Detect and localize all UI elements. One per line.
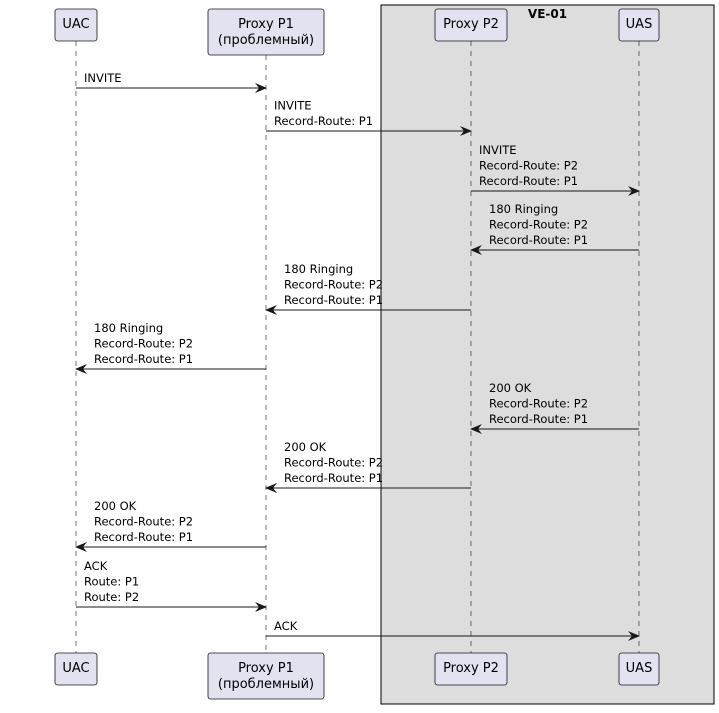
message-label: 200 OK [94, 499, 137, 513]
participant-box [207, 8, 325, 56]
message-label: INVITE [84, 71, 122, 85]
participant-box [434, 652, 508, 686]
message-label: 180 Ringing [94, 321, 163, 335]
participant-box [207, 652, 325, 700]
message-label: Record-Route: P1 [489, 412, 588, 426]
message-label: ACK [84, 559, 108, 573]
message-label: Record-Route: P1 [94, 530, 193, 544]
participant-uas-top: UAS [618, 8, 660, 42]
participant-label: UAC [62, 661, 89, 676]
participant-uac-top: UAC [54, 8, 98, 42]
message-label: Route: P2 [84, 590, 139, 604]
message-11: ACK [266, 619, 640, 641]
participant-label: UAC [62, 17, 89, 32]
message-label: Record-Route: P2 [284, 278, 383, 292]
message-label: INVITE [479, 143, 517, 157]
message-label: Record-Route: P1 [94, 352, 193, 366]
message-label: Record-Route: P2 [284, 456, 383, 470]
participant-box [618, 652, 660, 686]
message-label: Record-Route: P2 [94, 515, 193, 529]
participant-uas-bottom: UAS [618, 652, 660, 686]
participant-box [54, 652, 98, 686]
message-label: Record-Route: P1 [284, 293, 383, 307]
participant-label: (проблемный) [218, 677, 314, 692]
message-label: ACK [274, 619, 298, 633]
participant-box [618, 8, 660, 42]
participant-p2-top: Proxy P2 [434, 8, 508, 42]
participant-label: Proxy P1 [238, 661, 294, 676]
message-label: Route: P1 [84, 575, 139, 589]
message-label: 200 OK [489, 381, 532, 395]
message-label: Record-Route: P2 [489, 397, 588, 411]
participant-box [54, 8, 98, 42]
participant-uac-bottom: UAC [54, 652, 98, 686]
participant-p2-bottom: Proxy P2 [434, 652, 508, 686]
participant-label: (проблемный) [218, 33, 314, 48]
participant-label: UAS [626, 661, 653, 676]
message-label: Record-Route: P1 [274, 114, 373, 128]
message-label: Record-Route: P1 [479, 174, 578, 188]
participant-p1-bottom: Proxy P1(проблемный) [207, 652, 325, 700]
message-label: Record-Route: P2 [489, 218, 588, 232]
participant-label: UAS [626, 17, 653, 32]
message-label: 200 OK [284, 440, 327, 454]
group-title: VE-01 [528, 7, 567, 21]
participant-label: Proxy P2 [443, 17, 499, 32]
participant-label: Proxy P2 [443, 661, 499, 676]
message-label: 180 Ringing [489, 202, 558, 216]
message-label: INVITE [274, 99, 312, 113]
message-1: INVITE [76, 71, 267, 93]
message-label: Record-Route: P1 [489, 233, 588, 247]
group-box [380, 4, 715, 705]
participant-p1-top: Proxy P1(проблемный) [207, 8, 325, 56]
message-label: Record-Route: P2 [94, 337, 193, 351]
message-label: 180 Ringing [284, 262, 353, 276]
message-label: Record-Route: P2 [479, 159, 578, 173]
message-label: Record-Route: P1 [284, 471, 383, 485]
participant-label: Proxy P1 [238, 17, 294, 32]
participant-box [434, 8, 508, 42]
